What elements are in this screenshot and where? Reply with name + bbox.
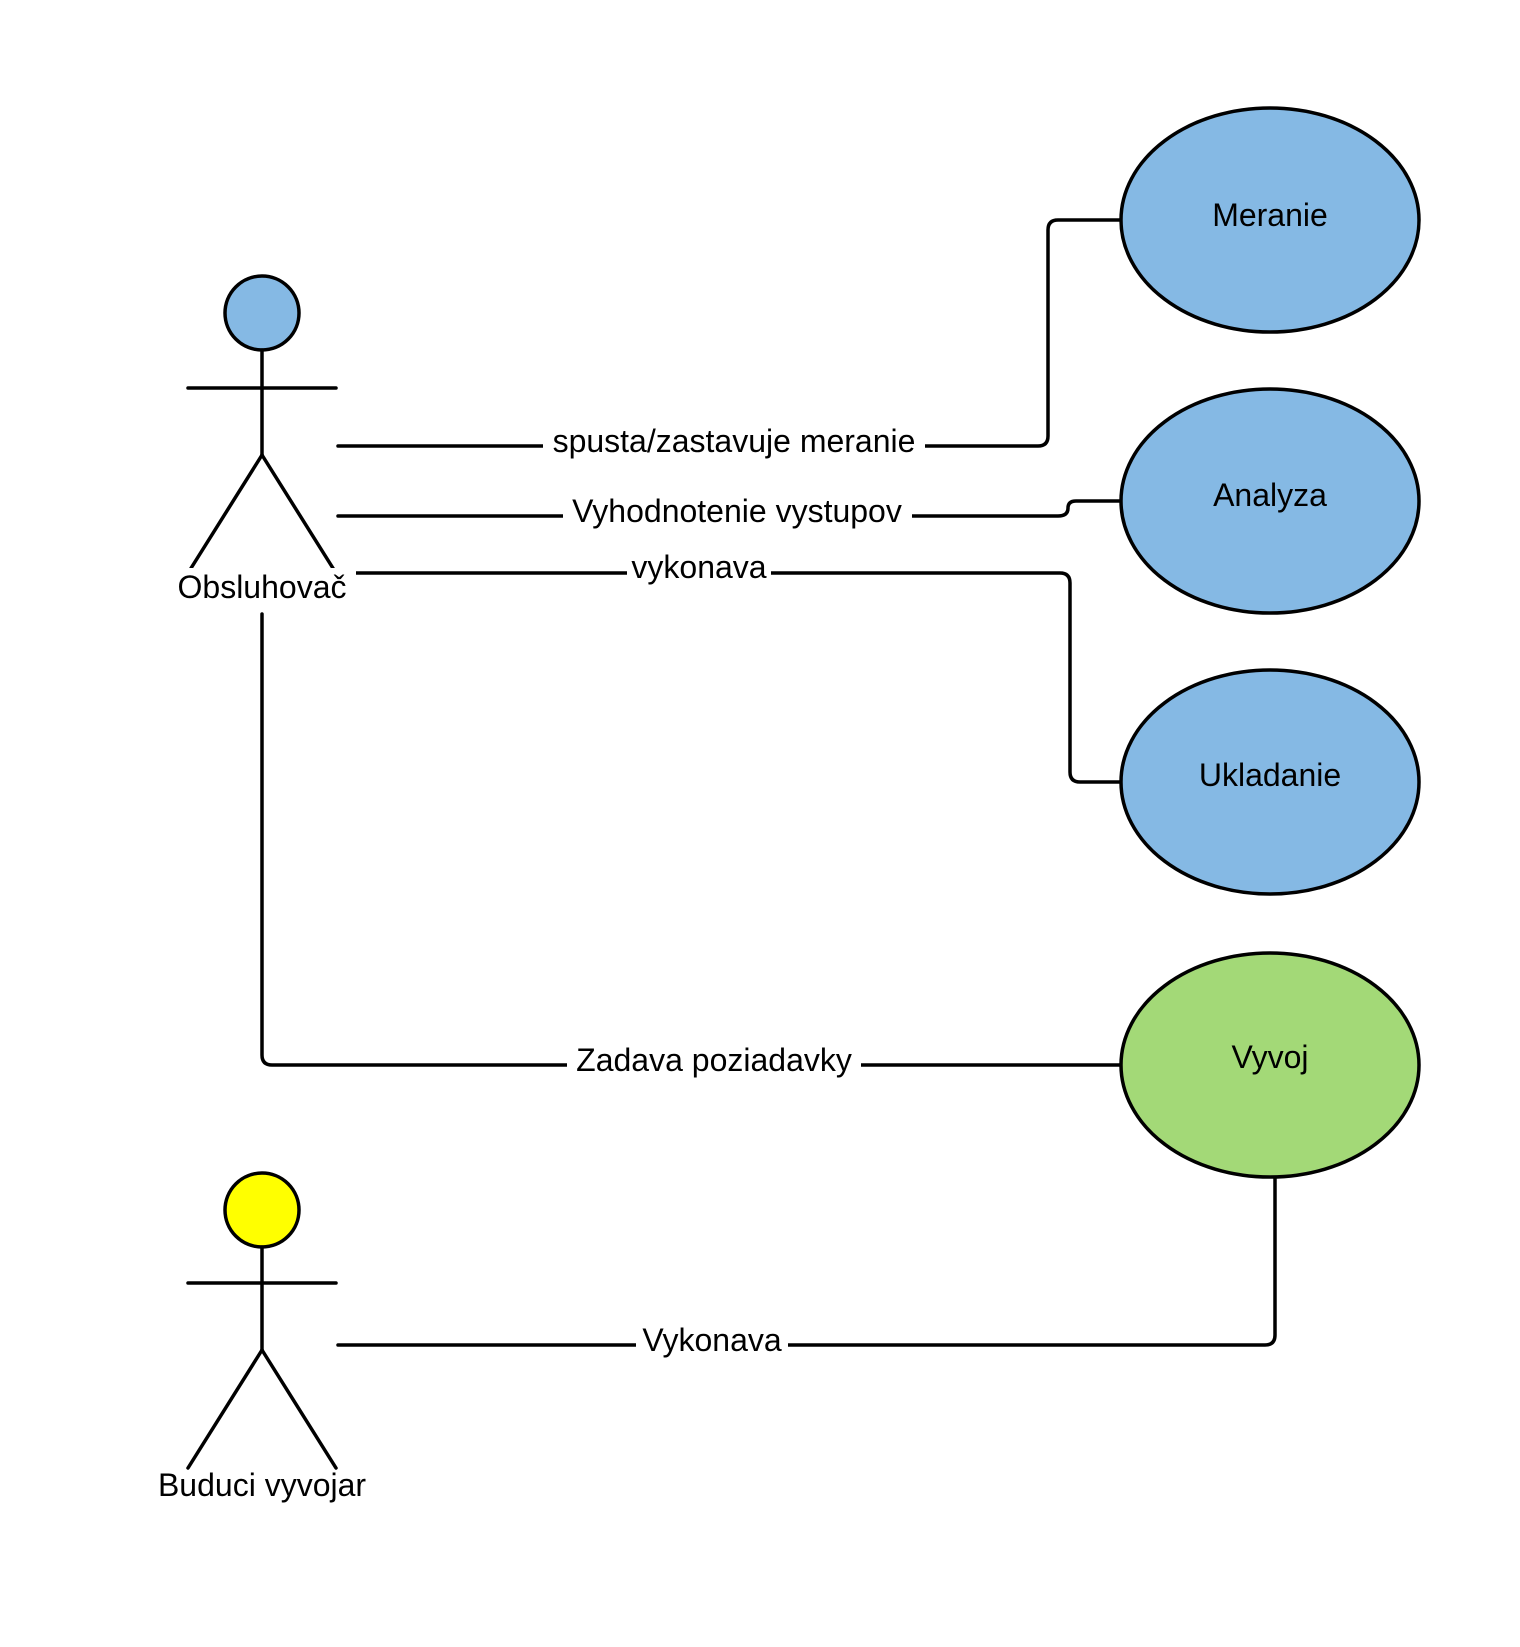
usecase-vyvoj-label: Vyvoj [1231,1039,1308,1075]
association-text-performs: vykonava [631,549,766,585]
connector-start-stop [336,218,1125,448]
usecase-meranie-label: Meranie [1212,197,1328,233]
association-label-requests: Zadava poziadavky [567,1042,861,1083]
actor-operator: Obsluhovač [168,274,356,608]
usecase-ukladanie-label: Ukladanie [1199,757,1341,793]
association-text-start-stop: spusta/zastavuje meranie [553,423,916,459]
association-label-start-stop: spusta/zastavuje meranie [543,423,925,464]
usecase-ukladanie-ellipse [1119,668,1421,896]
association-label-develops: Vykonava [636,1322,788,1363]
connector-develops [336,1176,1277,1347]
usecase-vyvoj-ellipse [1119,951,1421,1179]
actor-operator-head [223,274,301,352]
connector-performs [331,571,1125,784]
association-label-evaluation: Vyhodnotenie vystupov [563,493,912,534]
actor-developer-head [223,1171,301,1249]
connector-evaluation [336,499,1125,518]
usecase-vyvoj: Vyvoj [1119,951,1421,1179]
actor-developer-label: Buduci vyvojar [158,1467,366,1503]
usecase-analyza-ellipse [1119,387,1421,615]
actor-developer: Buduci vyvojar [158,1171,366,1503]
usecase-meranie-ellipse [1119,106,1421,334]
association-text-develops: Vykonava [642,1322,782,1358]
connector-requests [260,612,1125,1067]
association-text-evaluation: Vyhodnotenie vystupov [572,493,902,529]
usecase-analyza-label: Analyza [1213,477,1327,513]
association-text-requests: Zadava poziadavky [576,1042,852,1078]
usecase-meranie: Meranie [1119,106,1421,334]
actor-operator-label: Obsluhovač [178,569,347,605]
association-label-performs: vykonava [627,549,771,588]
usecase-ukladanie: Ukladanie [1119,668,1421,896]
usecase-analyza: Analyza [1119,387,1421,615]
